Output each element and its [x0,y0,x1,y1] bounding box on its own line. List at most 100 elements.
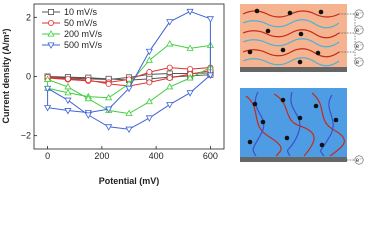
x-tick-label: 400 [149,151,164,161]
charge-dot [247,49,253,55]
charge-dot [247,139,253,145]
data-point [47,30,55,37]
data-point [48,8,55,15]
schematic-bottom-panel: e⁻ [240,88,364,165]
charge-dot [284,135,290,141]
electron-label: e⁻ [356,44,363,50]
charge-dot [280,97,286,103]
charge-dot [313,103,319,109]
polymer-chain [311,92,345,157]
charge-dot [252,101,258,107]
charge-dot [297,59,303,65]
series [43,40,215,116]
data-point [85,77,92,84]
charge-dot [280,47,286,53]
series [43,8,215,134]
data-point [125,126,133,134]
charge-dot [297,115,303,121]
polymer-chain [287,91,301,157]
electron-label: e⁻ [356,28,363,34]
legend-item: 10 mV/s [42,7,98,17]
data-point [186,90,194,97]
charge-dot [298,31,304,37]
electron-label: e⁻ [356,158,363,164]
electrode-top [240,67,347,72]
y-tick-label: 2 [26,12,31,22]
legend-label: 10 mV/s [64,7,98,17]
y-tick-label: 0 [26,72,31,82]
data-point [84,112,92,119]
legend-label: 500 mV/s [64,40,103,50]
charge-dot [319,142,325,148]
data-point [43,105,52,112]
x-tick-label: 200 [94,151,109,161]
electron-marker [354,41,364,51]
data-point [166,64,173,71]
electron-label: e⁻ [356,60,363,66]
legend-label: 200 mV/s [64,29,103,39]
data-point [146,69,153,76]
data-point [166,102,174,109]
x-tick-label: 600 [203,151,218,161]
data-point [43,75,52,82]
charge-dot [315,50,321,56]
data-point [186,44,194,51]
data-point [105,93,113,101]
data-point [145,48,153,56]
legend-item: 200 mV/s [42,29,103,39]
electron-marker [354,57,364,67]
data-point [105,106,113,113]
polymer-chain [242,38,340,48]
data-point [125,109,133,116]
data-point [43,85,52,93]
data-point [125,85,133,93]
charge-dot [254,8,260,14]
data-point [186,8,194,16]
data-point [187,66,194,73]
x-tick-label: 0 [45,151,50,161]
polymer-chain [242,57,340,67]
data-point [166,82,174,90]
charge-dot [260,119,266,125]
data-point [145,115,153,122]
charge-dot [333,117,339,123]
electron-marker [354,9,364,19]
polymer-chain [320,94,334,157]
y-axis-title: Current density (A/m²) [1,28,11,123]
electron-marker [354,155,364,165]
series-layer [43,8,215,134]
data-point [166,19,174,26]
legend-item: 50 mV/s [42,18,98,28]
charge-dot [318,9,324,15]
polymer-chain [242,19,340,29]
data-point [64,75,71,82]
schematic-top-panel: e⁻ e⁻ e⁻ e⁻ [240,4,364,72]
electron-label: e⁻ [356,12,363,18]
data-point [145,97,153,105]
data-point [166,40,174,47]
electron-marker [354,25,364,35]
axis-ticks: 0 200 400 600 −2 0 2 [21,12,218,161]
charge-dot [287,10,293,16]
data-point [186,74,194,81]
data-point [64,88,72,96]
y-tick-label: −2 [21,131,31,141]
data-point [105,124,113,131]
data-point [64,82,72,90]
data-point [145,56,153,63]
x-axis-title: Potential (mV) [99,176,160,186]
data-point [84,94,92,102]
polymer-chain [242,29,340,39]
data-point [64,108,72,115]
electrode-bottom [240,157,347,162]
data-point [206,16,215,23]
polymer-chain [245,95,282,157]
legend-label: 50 mV/s [64,18,98,28]
data-point [146,79,153,86]
legend-item: 500 mV/s [42,40,103,50]
polymer-chain [242,48,340,58]
data-point [48,19,55,26]
